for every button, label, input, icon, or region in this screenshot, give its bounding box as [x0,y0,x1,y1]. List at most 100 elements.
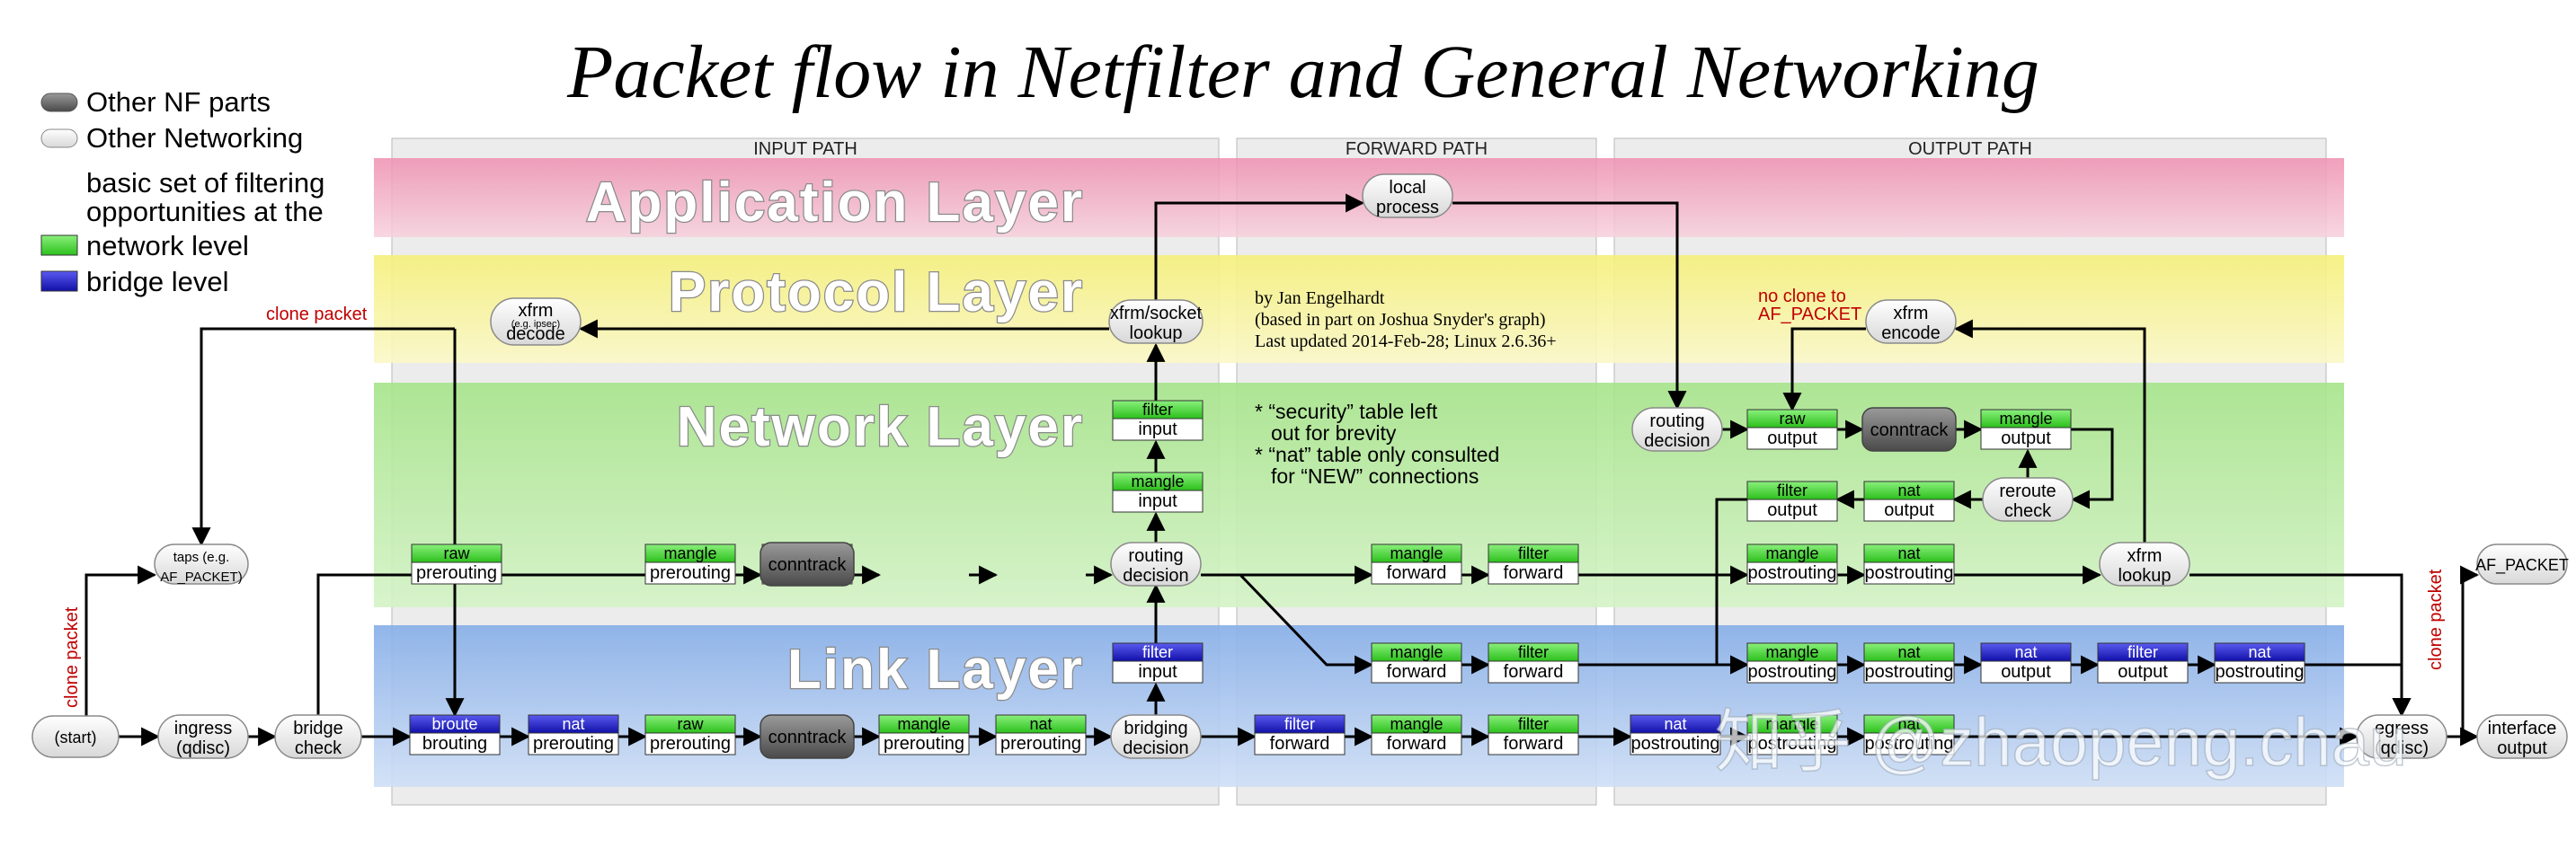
table-name: filter [1142,401,1173,419]
credits-based-on: (based in part on Joshua Snyder's graph) [1255,310,1546,330]
node-label: conntrack [768,728,848,747]
flow-arrow [1239,573,1374,675]
credits-author: by Jan Engelhardt [1255,288,1385,308]
table-name: raw [677,715,704,733]
table-name: nat [1897,715,1920,733]
chain-name: output [1884,500,1934,520]
node-label: routing [1649,411,1704,431]
flow-arrow [2190,573,2412,718]
table-name: mangle [1390,643,1443,661]
taps-node: taps (e.g. AF_PACKET) [154,543,249,585]
chain-name: brouting [422,734,487,754]
legend-bridge-level: bridge level [86,266,229,297]
table-name: nat [1029,715,1052,733]
flow-arrow [1715,498,1750,675]
clone-packet-top-label: clone packet [266,305,368,324]
legend-blue-swatch [40,270,78,292]
legend-nf-label: Other NF parts [86,86,271,118]
chain-name: forward [1270,734,1330,754]
chain-name: output [2001,428,2051,448]
table-name: filter [1518,544,1549,562]
node-label: bridging [1124,719,1187,738]
table-name: mangle [897,715,950,733]
table-name: nat [2014,643,2037,661]
table-name: raw [1779,410,1806,428]
legend-network-level: network level [86,230,249,261]
table-name: mangle [1999,410,2052,428]
table-name: mangle [1390,715,1443,733]
protocol-layer-label: Protocol Layer [669,261,1084,323]
no-clone-label-2: AF_PACKET [1758,305,1861,324]
notes: * “security” table left out for brevity … [1255,400,1499,488]
node-label: local [1389,178,1426,198]
node-label: decision [1123,566,1188,586]
node-label: conntrack [1870,420,1950,440]
node-label: taps (e.g. [173,550,230,565]
chain-name: postrouting [1865,563,1954,583]
node-label: bridge [293,719,343,738]
table-name: mangle [1765,715,1818,733]
node-label: lookup [2119,566,2172,586]
no-clone-label-1: no clone to [1758,287,1846,306]
note-security-1: * “security” table left [1255,400,1438,423]
start-node: (start) [31,715,120,758]
diagram-title: Packet flow in Netfilter and General Net… [566,31,2039,114]
legend-basic-line1: basic set of filtering [86,167,324,199]
node-label: AF_PACKET) [160,570,242,585]
chain-name: input [1138,662,1177,682]
legend-green-swatch [40,234,78,256]
node-label: check [295,738,342,758]
node-label: decode [506,324,565,344]
chain-name: postrouting [1748,662,1837,682]
output-path-heading: OUTPUT PATH [1908,139,2032,159]
application-layer-label: Application Layer [586,172,1084,234]
chain-name: postrouting [1865,662,1954,682]
chain-name: output [2118,662,2168,682]
flow-arrow [2070,428,2114,509]
chain-name: postrouting [1748,563,1837,583]
chain-name: forward [1387,662,1447,682]
chain-name: prerouting [884,734,964,754]
node-label: xfrm/socket [1110,304,1203,323]
table-name: mangle [1765,544,1818,562]
legend-net-swatch [40,128,78,148]
table-name: filter [1518,715,1549,733]
table-name: filter [1777,482,1808,499]
node-label: decision [1123,738,1188,758]
flow-arrows [84,193,2480,747]
chain-name: postrouting [2216,662,2305,682]
node-label: reroute [1999,482,2056,501]
chain-name: prerouting [650,563,731,583]
chain-name: postrouting [1748,734,1837,754]
node-label: output [2497,738,2547,758]
xfrm-decode-node: xfrm(e.g. ipsec)decode [490,297,582,346]
clone-packet-left-label: clone packet [62,606,82,708]
credits: by Jan Engelhardt (based in part on Josh… [1255,288,1557,351]
table-name: mangle [1390,544,1443,562]
af-packet-node: AF_PACKET [2475,543,2569,585]
flow-arrow [84,565,157,716]
